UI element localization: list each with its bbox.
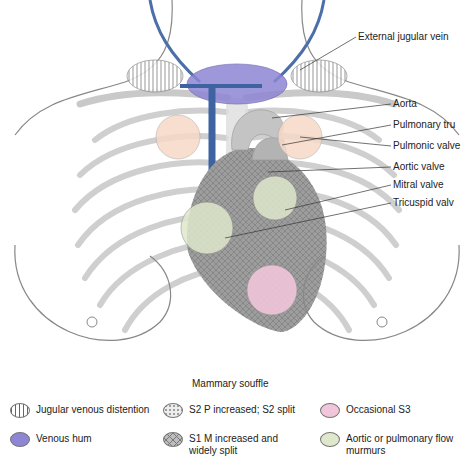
leader-line bbox=[282, 125, 391, 145]
brachiocephalic-vein bbox=[180, 84, 262, 88]
s3-area bbox=[247, 265, 297, 315]
s2-area bbox=[156, 115, 200, 159]
valve-label: Mitral valve bbox=[393, 179, 444, 191]
legend-text: Jugular venous distention bbox=[36, 404, 154, 416]
area-label: Mammary souffle bbox=[192, 378, 269, 390]
leader-line bbox=[300, 37, 356, 70]
valve-label: Tricuspid valv bbox=[393, 197, 454, 209]
legend-text: S2 P increased; S2 split bbox=[189, 404, 307, 416]
legend-item: Jugular venous distention bbox=[10, 403, 160, 431]
legend-swatch bbox=[320, 403, 340, 418]
vessel-label: External jugular vein bbox=[358, 31, 449, 43]
legend-pattern-swatch bbox=[163, 432, 183, 447]
leader-line bbox=[225, 203, 391, 238]
nipple bbox=[377, 317, 387, 327]
legend-item: Venous hum bbox=[10, 432, 160, 460]
legend-swatch bbox=[320, 432, 340, 447]
nipple bbox=[87, 317, 97, 327]
jugular-distention-area bbox=[291, 60, 347, 92]
legend-item: Aortic or pulmonary flow murmurs bbox=[320, 432, 470, 460]
legend-pattern-swatch bbox=[163, 403, 183, 418]
vessel-label: Aorta bbox=[393, 98, 417, 110]
valve-label: Pulmonic valve bbox=[393, 140, 460, 152]
jugular-distention-area bbox=[127, 60, 183, 92]
flow-murmur-area bbox=[253, 176, 297, 220]
legend-item: S2 P increased; S2 split bbox=[163, 403, 313, 431]
legend-text: S1 M increased and widely split bbox=[189, 433, 307, 457]
legend-text: Occasional S3 bbox=[346, 404, 464, 416]
legend-item: S1 M increased and widely split bbox=[163, 432, 313, 460]
leader-lines bbox=[225, 37, 391, 238]
legend-item: Occasional S3 bbox=[320, 403, 470, 431]
vessel-label: Pulmonary tru bbox=[393, 119, 455, 131]
flow-murmur-area bbox=[181, 202, 233, 254]
leader-line bbox=[268, 167, 391, 172]
leader-line bbox=[272, 104, 391, 118]
valve-label: Aortic valve bbox=[393, 161, 445, 173]
leader-line bbox=[300, 137, 391, 146]
legend-text: Venous hum bbox=[36, 433, 154, 445]
legend-pattern-swatch bbox=[10, 403, 30, 418]
legend-swatch bbox=[10, 432, 30, 447]
breast-outline bbox=[15, 245, 171, 340]
legend-text: Aortic or pulmonary flow murmurs bbox=[346, 433, 464, 457]
breast-outline bbox=[303, 245, 459, 340]
